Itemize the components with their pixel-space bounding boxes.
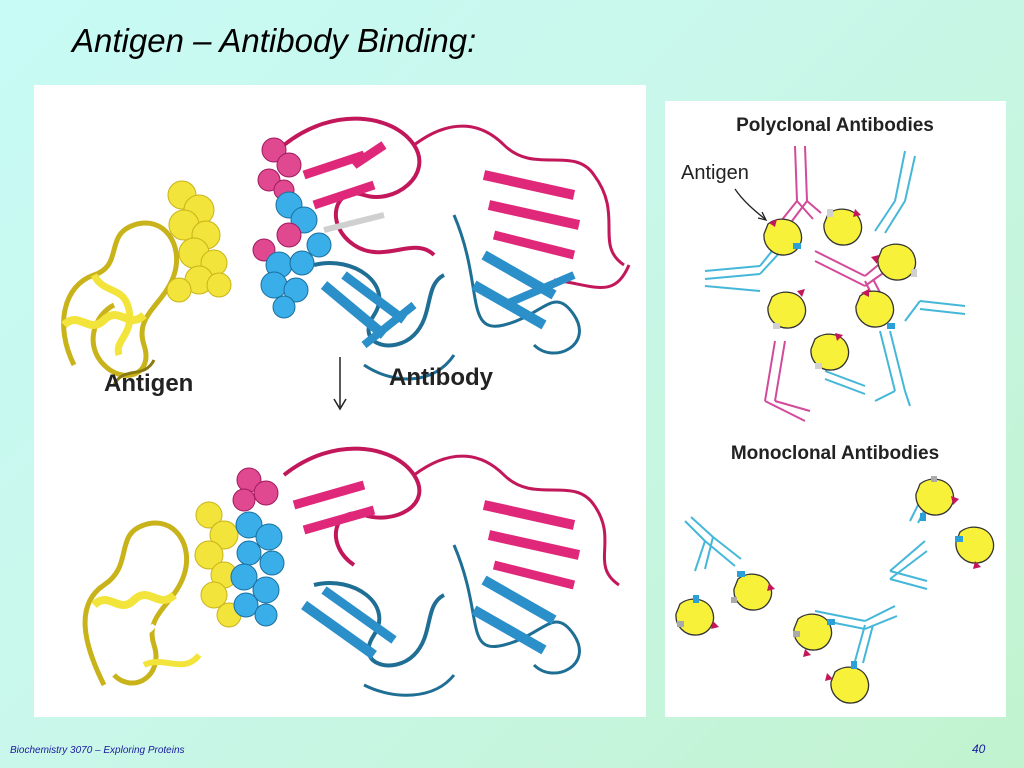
polyclonal-title: Polyclonal Antibodies (736, 115, 934, 136)
structure-diagram: Antigen Antibody (61, 116, 631, 697)
antibody-types-panel: Polyclonal Antibodies Antigen (665, 101, 1006, 717)
complex-interface-spheres (194, 467, 285, 628)
footer-course-name: Biochemistry 3070 – Exploring Proteins (10, 745, 185, 756)
antigen-ribbon-bottom (82, 520, 202, 687)
monoclonal-antigens (675, 476, 995, 704)
antibody-heavy-chain-top (282, 116, 631, 289)
antibody-light-chain-top (313, 214, 581, 381)
slide-title: Antigen – Antibody Binding: (72, 22, 477, 59)
monoclonal-title: Monoclonal Antibodies (731, 443, 939, 464)
structure-panel: Antigen Antibody (34, 85, 646, 717)
antibody-heavy-chain-bottom (282, 446, 620, 590)
antigen-label: Antigen (104, 370, 193, 397)
polyclonal-antigens (763, 208, 917, 371)
antibody-paratope-spheres-top (252, 137, 332, 319)
antigen-callout: Antigen (681, 162, 749, 184)
antibody-label: Antibody (389, 364, 494, 391)
polyclonal-antibodies (704, 145, 966, 422)
antigen-callout-arrow (734, 188, 768, 221)
antigen-epitope-spheres-top (166, 180, 232, 303)
antibody-light-chain-bottom (301, 544, 581, 697)
antigen-ribbon-top (61, 220, 180, 386)
antibody-types-diagram: Polyclonal Antibodies Antigen (675, 115, 995, 704)
slide-number: 40 (972, 742, 986, 756)
binding-arrow (333, 357, 347, 411)
